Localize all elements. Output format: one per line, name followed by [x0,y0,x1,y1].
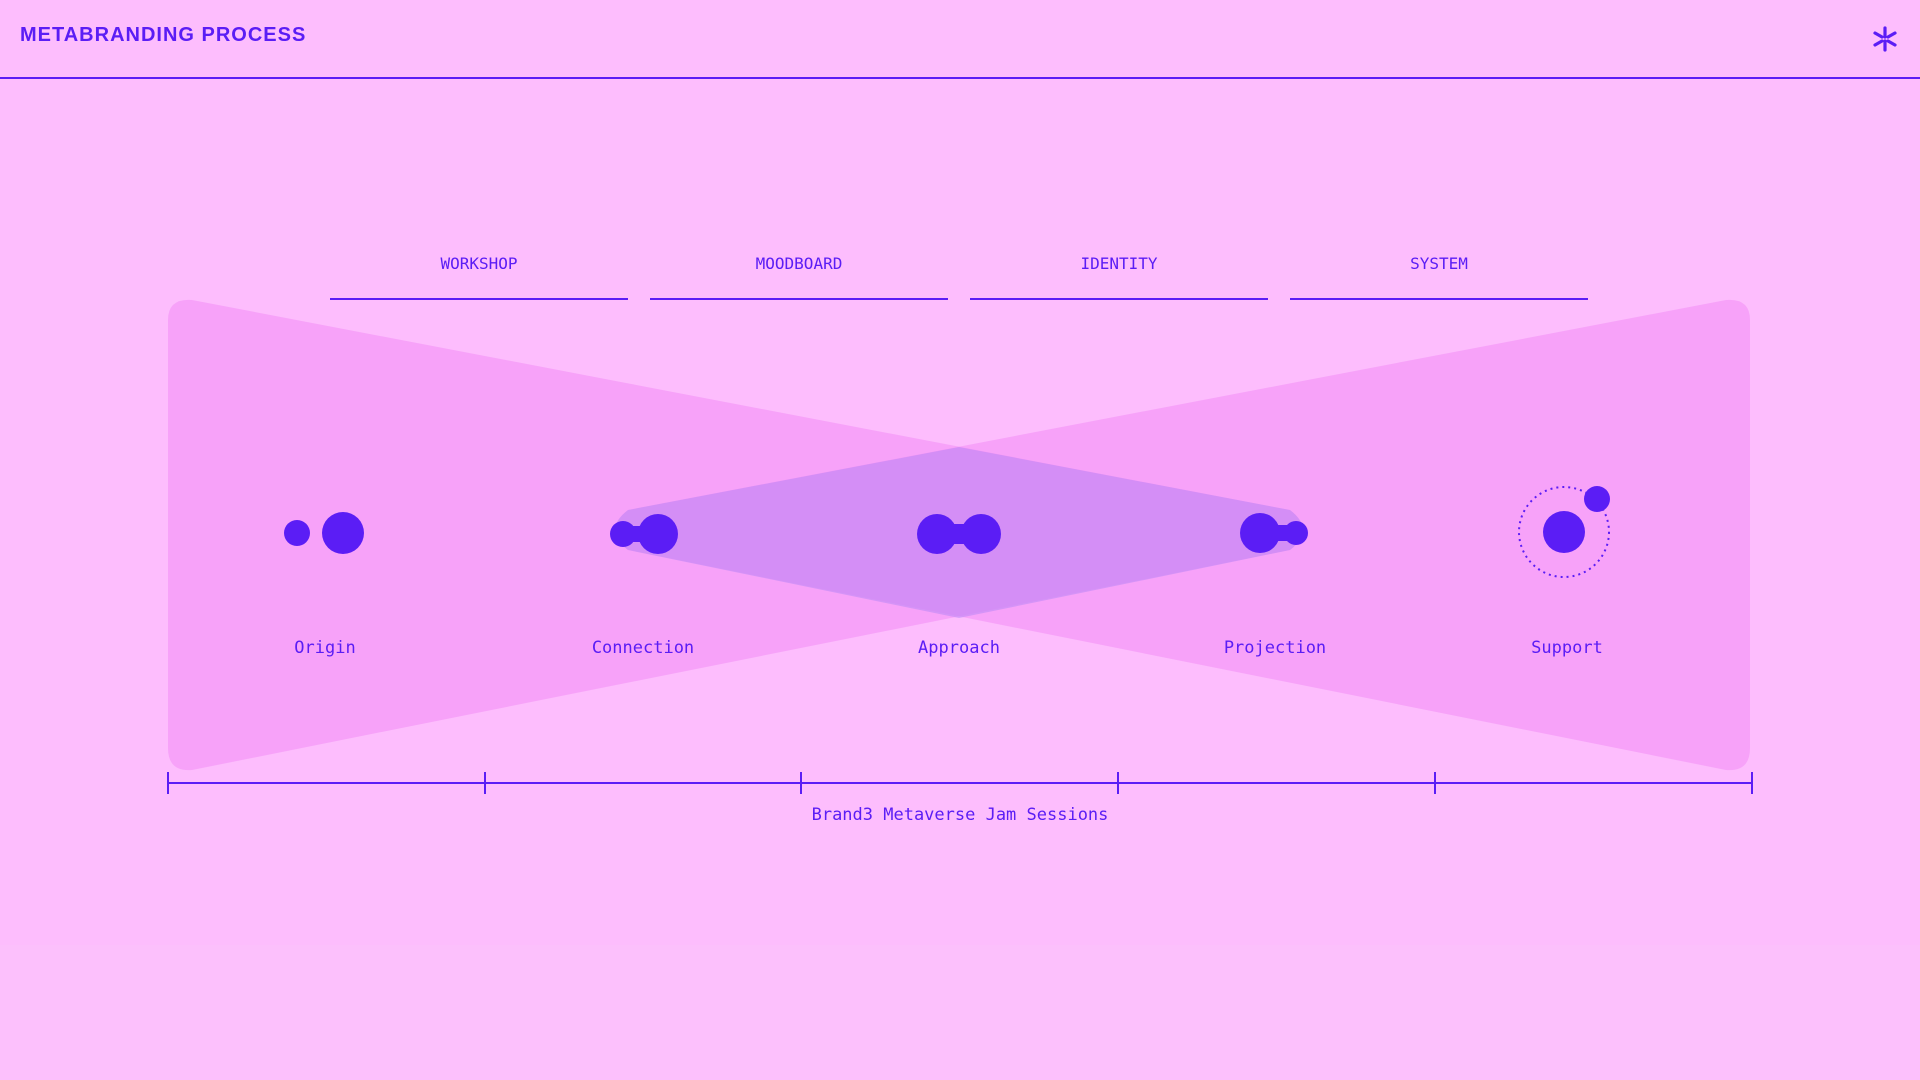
header-divider [0,77,1920,79]
stage-label-origin: Origin [294,638,356,658]
phase-identity: IDENTITY [1080,254,1158,273]
timeline-label: Brand3 Metaverse Jam Sessions [811,805,1109,825]
phase-underline [330,298,628,300]
asterisk-icon[interactable] [1872,26,1898,52]
support-satellite-dot [1584,486,1610,512]
stage-label-support: Support [1531,638,1603,658]
support-orbit [1518,486,1610,578]
stage-label-connection: Connection [591,638,695,658]
stage-label-approach: Approach [918,638,1000,658]
phase-moodboard: MOODBOARD [755,254,843,273]
page-title: METABRANDING PROCESS [20,24,307,46]
origin-large-dot [322,512,364,554]
bottom-band [0,945,1920,1080]
stage-label-projection: Projection [1223,638,1327,658]
timeline-axis [167,772,1753,794]
phase-system: SYSTEM [1410,254,1468,273]
phase-underline [1290,298,1588,300]
approach-blob [917,514,1001,554]
phase-underline [650,298,948,300]
origin-small-dot [284,520,310,546]
connection-blob [610,514,678,554]
projection-blob [1240,513,1308,553]
phase-underline [970,298,1268,300]
support-core-dot [1543,511,1585,553]
phase-workshop: WORKSHOP [440,254,518,273]
